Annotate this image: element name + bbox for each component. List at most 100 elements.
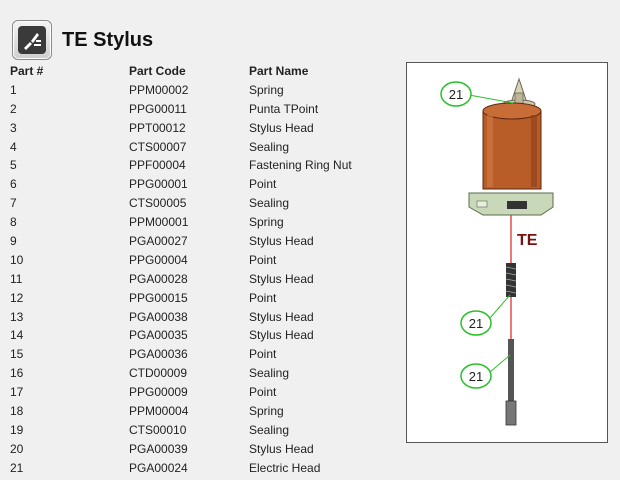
table-row[interactable]: 7 CTS00005 Sealing xyxy=(10,194,400,213)
part-name-cell: Stylus Head xyxy=(249,120,314,135)
part-name-cell: Spring xyxy=(249,82,284,97)
part-name-cell: Stylus Head xyxy=(249,309,314,324)
stylus-tool-icon xyxy=(12,20,52,60)
table-row[interactable]: 3 PPT00012 Stylus Head xyxy=(10,119,400,138)
part-code-cell: PPG00001 xyxy=(129,177,188,192)
part-label-te: TE xyxy=(517,232,538,249)
part-number-cell: 10 xyxy=(10,252,24,267)
callout-number: 21 xyxy=(469,369,483,384)
part-number-cell: 18 xyxy=(10,404,24,419)
part-number-cell: 2 xyxy=(10,101,17,116)
table-row[interactable]: 15 PGA00036 Point xyxy=(10,345,400,364)
part-name-cell: Point xyxy=(249,252,277,267)
callout-bubble[interactable]: 21 xyxy=(460,294,511,336)
part-number-cell: 19 xyxy=(10,422,24,437)
callout-bubble[interactable]: 21 xyxy=(460,354,511,389)
table-row[interactable]: 10 PPG00004 Point xyxy=(10,251,400,270)
part-number-cell: 3 xyxy=(10,120,17,135)
part-name-cell: Point xyxy=(249,177,277,192)
part-code-cell: PPM00004 xyxy=(129,404,189,419)
table-row[interactable]: 8 PPM00001 Spring xyxy=(10,213,400,232)
part-code-cell: PGA00024 xyxy=(129,460,188,475)
part-code-cell: PGA00035 xyxy=(129,328,188,343)
part-code-cell: CTD00009 xyxy=(129,366,188,381)
column-header-part-number: Part # xyxy=(10,64,44,78)
table-row[interactable]: 6 PPG00001 Point xyxy=(10,175,400,194)
part-name-cell: Spring xyxy=(249,215,284,230)
part-number-cell: 1 xyxy=(10,82,17,97)
part-number-cell: 7 xyxy=(10,196,17,211)
part-code-cell: PGA00036 xyxy=(129,347,188,362)
part-code-cell: PPG00015 xyxy=(129,290,188,305)
part-number-cell: 9 xyxy=(10,234,17,249)
part-name-cell: Point xyxy=(249,347,277,362)
part-name-cell: Sealing xyxy=(249,196,290,211)
part-name-cell: Stylus Head xyxy=(249,234,314,249)
part-number-cell: 16 xyxy=(10,366,24,381)
table-row[interactable]: 2 PPG00011 Punta TPoint xyxy=(10,100,400,119)
part-number-cell: 20 xyxy=(10,441,24,456)
part-name-cell: Stylus Head xyxy=(249,328,314,343)
exploded-parts-diagram: TE 21 21 xyxy=(406,62,608,443)
part-code-cell: PPG00009 xyxy=(129,385,188,400)
part-number-cell: 14 xyxy=(10,328,24,343)
part-number-cell: 12 xyxy=(10,290,24,305)
part-code-cell: CTS00005 xyxy=(129,196,187,211)
part-name-cell: Punta TPoint xyxy=(249,101,319,116)
point-rod-part xyxy=(505,339,517,426)
table-row[interactable]: 1 PPM00002 Spring xyxy=(10,81,400,100)
part-number-cell: 13 xyxy=(10,309,24,324)
callout-number: 21 xyxy=(449,87,463,102)
stylus-head-body-part xyxy=(482,102,542,190)
part-name-cell: Point xyxy=(249,290,277,305)
part-number-cell: 8 xyxy=(10,215,17,230)
part-name-cell: Stylus Head xyxy=(249,271,314,286)
part-code-cell: CTS00010 xyxy=(129,422,187,437)
part-name-cell: Sealing xyxy=(249,422,290,437)
part-code-cell: PGA00028 xyxy=(129,271,188,286)
part-number-cell: 4 xyxy=(10,139,17,154)
part-code-cell: PPG00011 xyxy=(129,101,187,116)
part-number-cell: 21 xyxy=(10,460,24,475)
part-name-cell: Point xyxy=(249,385,277,400)
column-header-part-name: Part Name xyxy=(249,64,309,78)
part-name-cell: Spring xyxy=(249,404,284,419)
callout-bubble[interactable]: 21 xyxy=(440,81,514,107)
part-number-cell: 17 xyxy=(10,385,24,400)
part-code-cell: PGA00027 xyxy=(129,234,188,249)
table-row[interactable]: 21 PGA00024 Electric Head xyxy=(10,459,400,478)
column-header-part-code: Part Code xyxy=(129,64,186,78)
table-row[interactable]: 12 PPG00015 Point xyxy=(10,289,400,308)
part-number-cell: 6 xyxy=(10,177,17,192)
page-title: TE Stylus xyxy=(62,28,154,51)
part-number-cell: 15 xyxy=(10,347,24,362)
table-row[interactable]: 9 PGA00027 Stylus Head xyxy=(10,232,400,251)
table-row[interactable]: 20 PGA00039 Stylus Head xyxy=(10,440,400,459)
part-code-cell: PPG00004 xyxy=(129,252,188,267)
table-row[interactable]: 11 PGA00028 Stylus Head xyxy=(10,270,400,289)
part-code-cell: PPM00001 xyxy=(129,215,189,230)
part-name-cell: Electric Head xyxy=(249,460,321,475)
part-code-cell: PPT00012 xyxy=(129,120,186,135)
table-header-row: Part # Part Code Part Name xyxy=(10,62,400,81)
part-code-cell: PGA00039 xyxy=(129,441,188,456)
part-name-cell: Sealing xyxy=(249,139,290,154)
part-name-cell: Sealing xyxy=(249,366,290,381)
part-code-cell: CTS00007 xyxy=(129,139,187,154)
part-name-cell: Stylus Head xyxy=(249,441,314,456)
table-row[interactable]: 17 PPG00009 Point xyxy=(10,383,400,402)
part-code-cell: PPF00004 xyxy=(129,158,186,173)
table-row[interactable]: 14 PGA00035 Stylus Head xyxy=(10,326,400,345)
table-row[interactable]: 19 CTS00010 Sealing xyxy=(10,421,400,440)
part-number-cell: 11 xyxy=(10,271,23,286)
table-row[interactable]: 4 CTS00007 Sealing xyxy=(10,138,400,157)
table-row[interactable]: 18 PPM00004 Spring xyxy=(10,402,400,421)
table-row[interactable]: 16 CTD00009 Sealing xyxy=(10,364,400,383)
part-number-cell: 5 xyxy=(10,158,17,173)
callout-number: 21 xyxy=(469,316,483,331)
part-code-cell: PPM00002 xyxy=(129,82,189,97)
spring-part xyxy=(505,263,517,297)
